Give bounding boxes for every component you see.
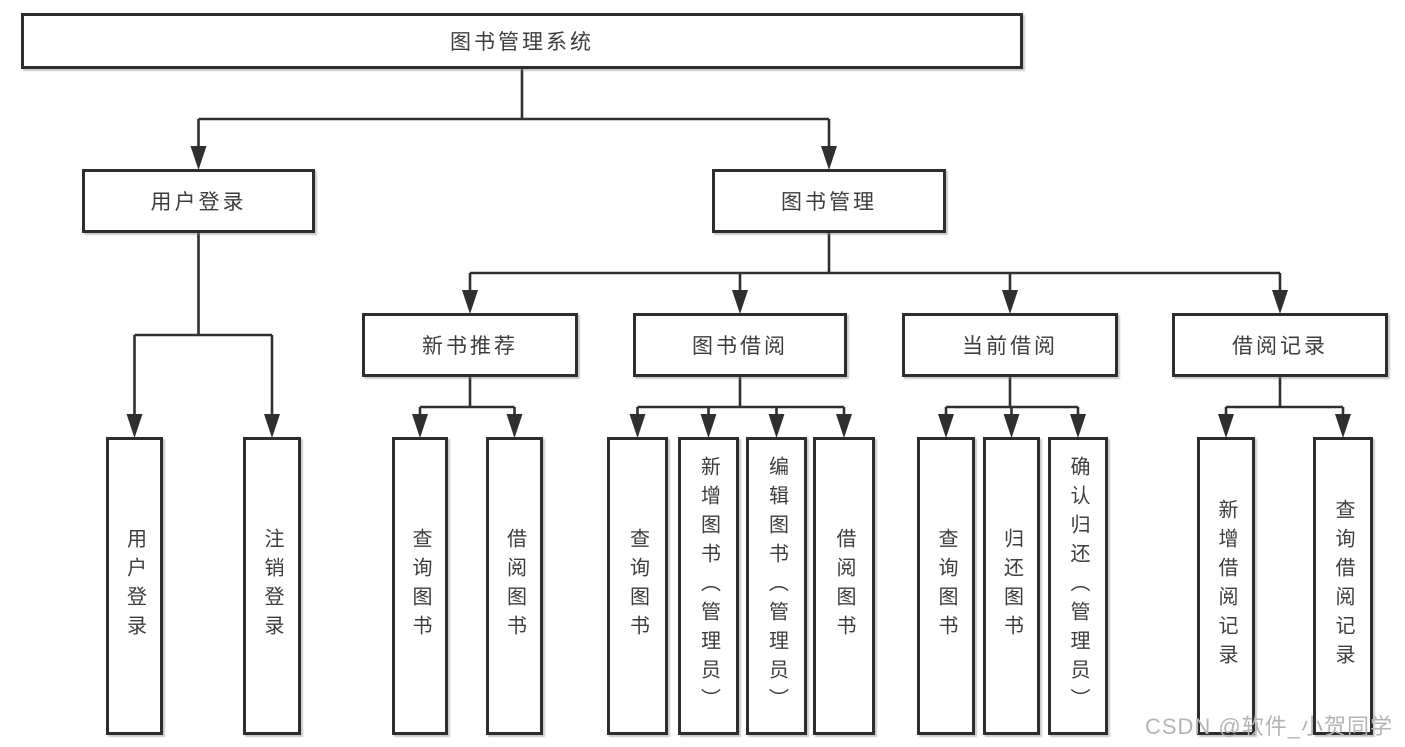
- node-mgmt: 图书管理: [712, 169, 946, 233]
- arrowhead-icon: [629, 414, 646, 438]
- node-bor-borrow: 借阅图书: [813, 437, 875, 735]
- arrowhead-icon: [1272, 290, 1288, 314]
- arrowhead-icon: [126, 414, 143, 438]
- arrowhead-icon: [412, 414, 428, 438]
- arrowhead-icon: [938, 414, 954, 438]
- arrowhead-icon: [462, 290, 478, 314]
- arrowhead-icon: [1335, 414, 1351, 438]
- arrowhead-icon: [506, 414, 523, 438]
- node-leaf-user-login: 用户登录: [106, 437, 163, 735]
- arrowhead-icon: [264, 414, 280, 438]
- arrowhead-icon: [821, 146, 837, 170]
- arrowhead-icon: [1070, 414, 1086, 438]
- arrowhead-icon: [700, 414, 717, 438]
- node-cur-query: 查询图书: [917, 437, 975, 735]
- node-login: 用户登录: [82, 169, 315, 233]
- arrowhead-icon: [836, 414, 852, 438]
- node-cur-confirm: 确认归还（管理员）: [1048, 437, 1108, 735]
- node-current: 当前借阅: [902, 313, 1118, 377]
- arrowhead-icon: [1003, 414, 1020, 438]
- node-rec: 新书推荐: [362, 313, 578, 377]
- node-root: 图书管理系统: [21, 13, 1023, 69]
- node-recd-add: 新增借阅记录: [1197, 437, 1255, 735]
- node-cur-return: 归还图书: [983, 437, 1040, 735]
- node-record: 借阅记录: [1172, 313, 1388, 377]
- arrowhead-icon: [190, 146, 207, 170]
- arrowhead-icon: [1002, 290, 1018, 314]
- arrowhead-icon: [732, 290, 748, 314]
- arrowhead-icon: [768, 414, 785, 438]
- arrowhead-icon: [1218, 414, 1234, 438]
- node-leaf-logout: 注销登录: [243, 437, 301, 735]
- node-rec-borrow: 借阅图书: [486, 437, 543, 735]
- node-rec-query: 查询图书: [392, 437, 448, 735]
- node-borrow: 图书借阅: [633, 313, 847, 377]
- node-bor-edit: 编辑图书（管理员）: [746, 437, 807, 735]
- node-bor-add: 新增图书（管理员）: [678, 437, 739, 735]
- node-bor-query: 查询图书: [607, 437, 668, 735]
- node-recd-query: 查询借阅记录: [1313, 437, 1373, 735]
